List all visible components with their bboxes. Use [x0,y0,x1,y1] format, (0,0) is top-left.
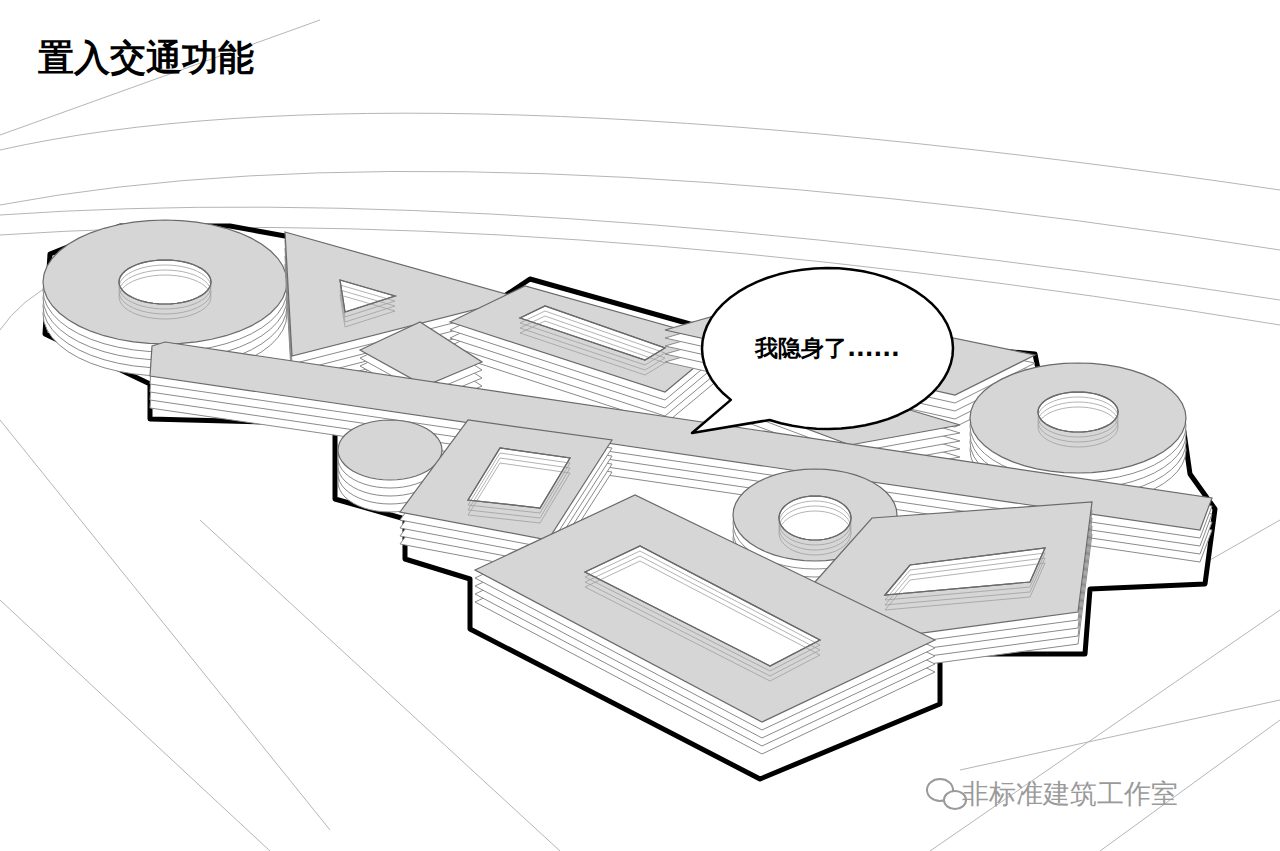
massing [43,220,1212,754]
courtyard-edge [779,496,851,540]
site-line [0,20,320,135]
roof-face [150,342,1212,530]
bubble-text: 我隐身了...... [755,333,899,364]
courtyard-wall [779,511,851,555]
courtyard-wall [520,321,665,375]
courtyard-wall [520,316,665,370]
courtyard-edge [520,306,665,360]
watermark-text: 非标准建筑工作室 [962,776,1178,812]
site-line [0,420,330,830]
courtyard [119,260,211,304]
courtyard-wall [779,501,851,545]
courtyard-wall [885,563,1045,610]
courtyard-wall [119,265,211,309]
courtyard-wall [1038,402,1118,442]
courtyard-wall [119,270,211,314]
courtyard-wall [119,275,211,319]
courtyard-wall [1038,397,1118,437]
courtyard-edge [885,548,1045,595]
courtyard-edge [340,280,395,312]
diagram-title: 置入交通功能 [38,34,254,83]
courtyard-edge [119,260,211,304]
site-line [1210,520,1280,560]
building-volume [475,495,935,754]
roof-face [43,220,287,344]
roof-face [338,420,442,480]
courtyard [585,546,820,666]
courtyard [779,496,851,540]
site-lines [0,20,1280,851]
courtyard-edge [1038,392,1118,432]
courtyard-edge [468,448,570,508]
courtyard [1038,392,1118,432]
bubble-shape [692,268,953,433]
wechat-icon [927,779,966,809]
courtyard-wall [1038,407,1118,447]
courtyard-wall [340,290,395,322]
courtyard-wall [468,463,570,523]
site-line [0,600,270,851]
courtyard [340,280,395,312]
courtyard-wall [340,285,395,317]
roof-face [970,363,1186,473]
site-line [960,700,1280,770]
courtyard-edge [585,546,820,666]
courtyard-wall [468,458,570,518]
courtyard-wall [779,506,851,550]
speech-bubble: 我隐身了...... [700,266,955,431]
roof-face [475,495,935,722]
courtyard-wall [585,551,820,671]
